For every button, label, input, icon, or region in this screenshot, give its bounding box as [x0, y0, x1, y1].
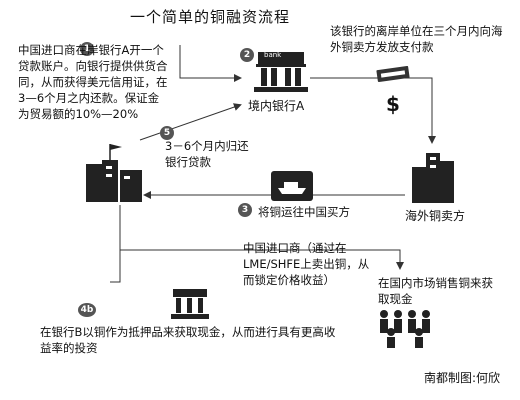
- seller-label: 海外铜卖方: [405, 209, 466, 223]
- arrow-bank-to-seller: [310, 77, 436, 144]
- step-1-badge: 1: [80, 42, 94, 56]
- step-5-text: 3－6个月内归还银行贷款: [165, 139, 249, 169]
- arrow-importer-to-bank: [179, 45, 242, 82]
- step-2-badge: 2: [240, 48, 254, 62]
- step-1-text: 中国进口商在岸银行A开一个贷款账户。向银行提供供货合同，从而获得美元信用证，在3…: [18, 43, 168, 121]
- importer-buildings-icon: [86, 144, 142, 202]
- step-3-badge: 3: [238, 203, 252, 217]
- bank-b-icon: [171, 289, 209, 319]
- step-4b-badge: 4b: [78, 303, 96, 317]
- arrow-importer-down: [119, 205, 175, 251]
- step-5-badge: 5: [160, 126, 174, 140]
- step-3-text: 将铜运往中国买方: [258, 205, 350, 219]
- people-crowd-icon: [380, 310, 430, 348]
- step-4b-text: 在银行B以铜作为抵押品来获取现金，从而进行具有更高收益率的投资: [40, 325, 336, 355]
- arrow-importer-repay: [139, 103, 242, 141]
- bank-a-icon: [254, 52, 308, 92]
- credit-line: 南都制图:何欣: [423, 371, 500, 385]
- diagram-title: 一个简单的铜融资流程: [130, 8, 291, 26]
- bank-a-label: 境内银行A: [248, 99, 305, 113]
- cash-stack-icon: [376, 66, 410, 83]
- dollar-sign-icon: $: [386, 92, 400, 116]
- ship-icon: [271, 171, 313, 201]
- seller-buildings-icon: [412, 153, 454, 203]
- lme-text: 中国进口商（通过在LME/SHFE上卖出铜，从而锁定价格收益）: [243, 241, 370, 287]
- arrow-to-bank-b: [110, 250, 121, 283]
- step-2-text: 该银行的离岸单位在三个月内向海外铜卖方发放支付款: [330, 24, 503, 54]
- bank-a-sign: bank: [264, 51, 282, 59]
- step-4a-text: 在国内市场销售铜来获取现金: [378, 276, 493, 306]
- arrow-to-domestic: [175, 249, 404, 270]
